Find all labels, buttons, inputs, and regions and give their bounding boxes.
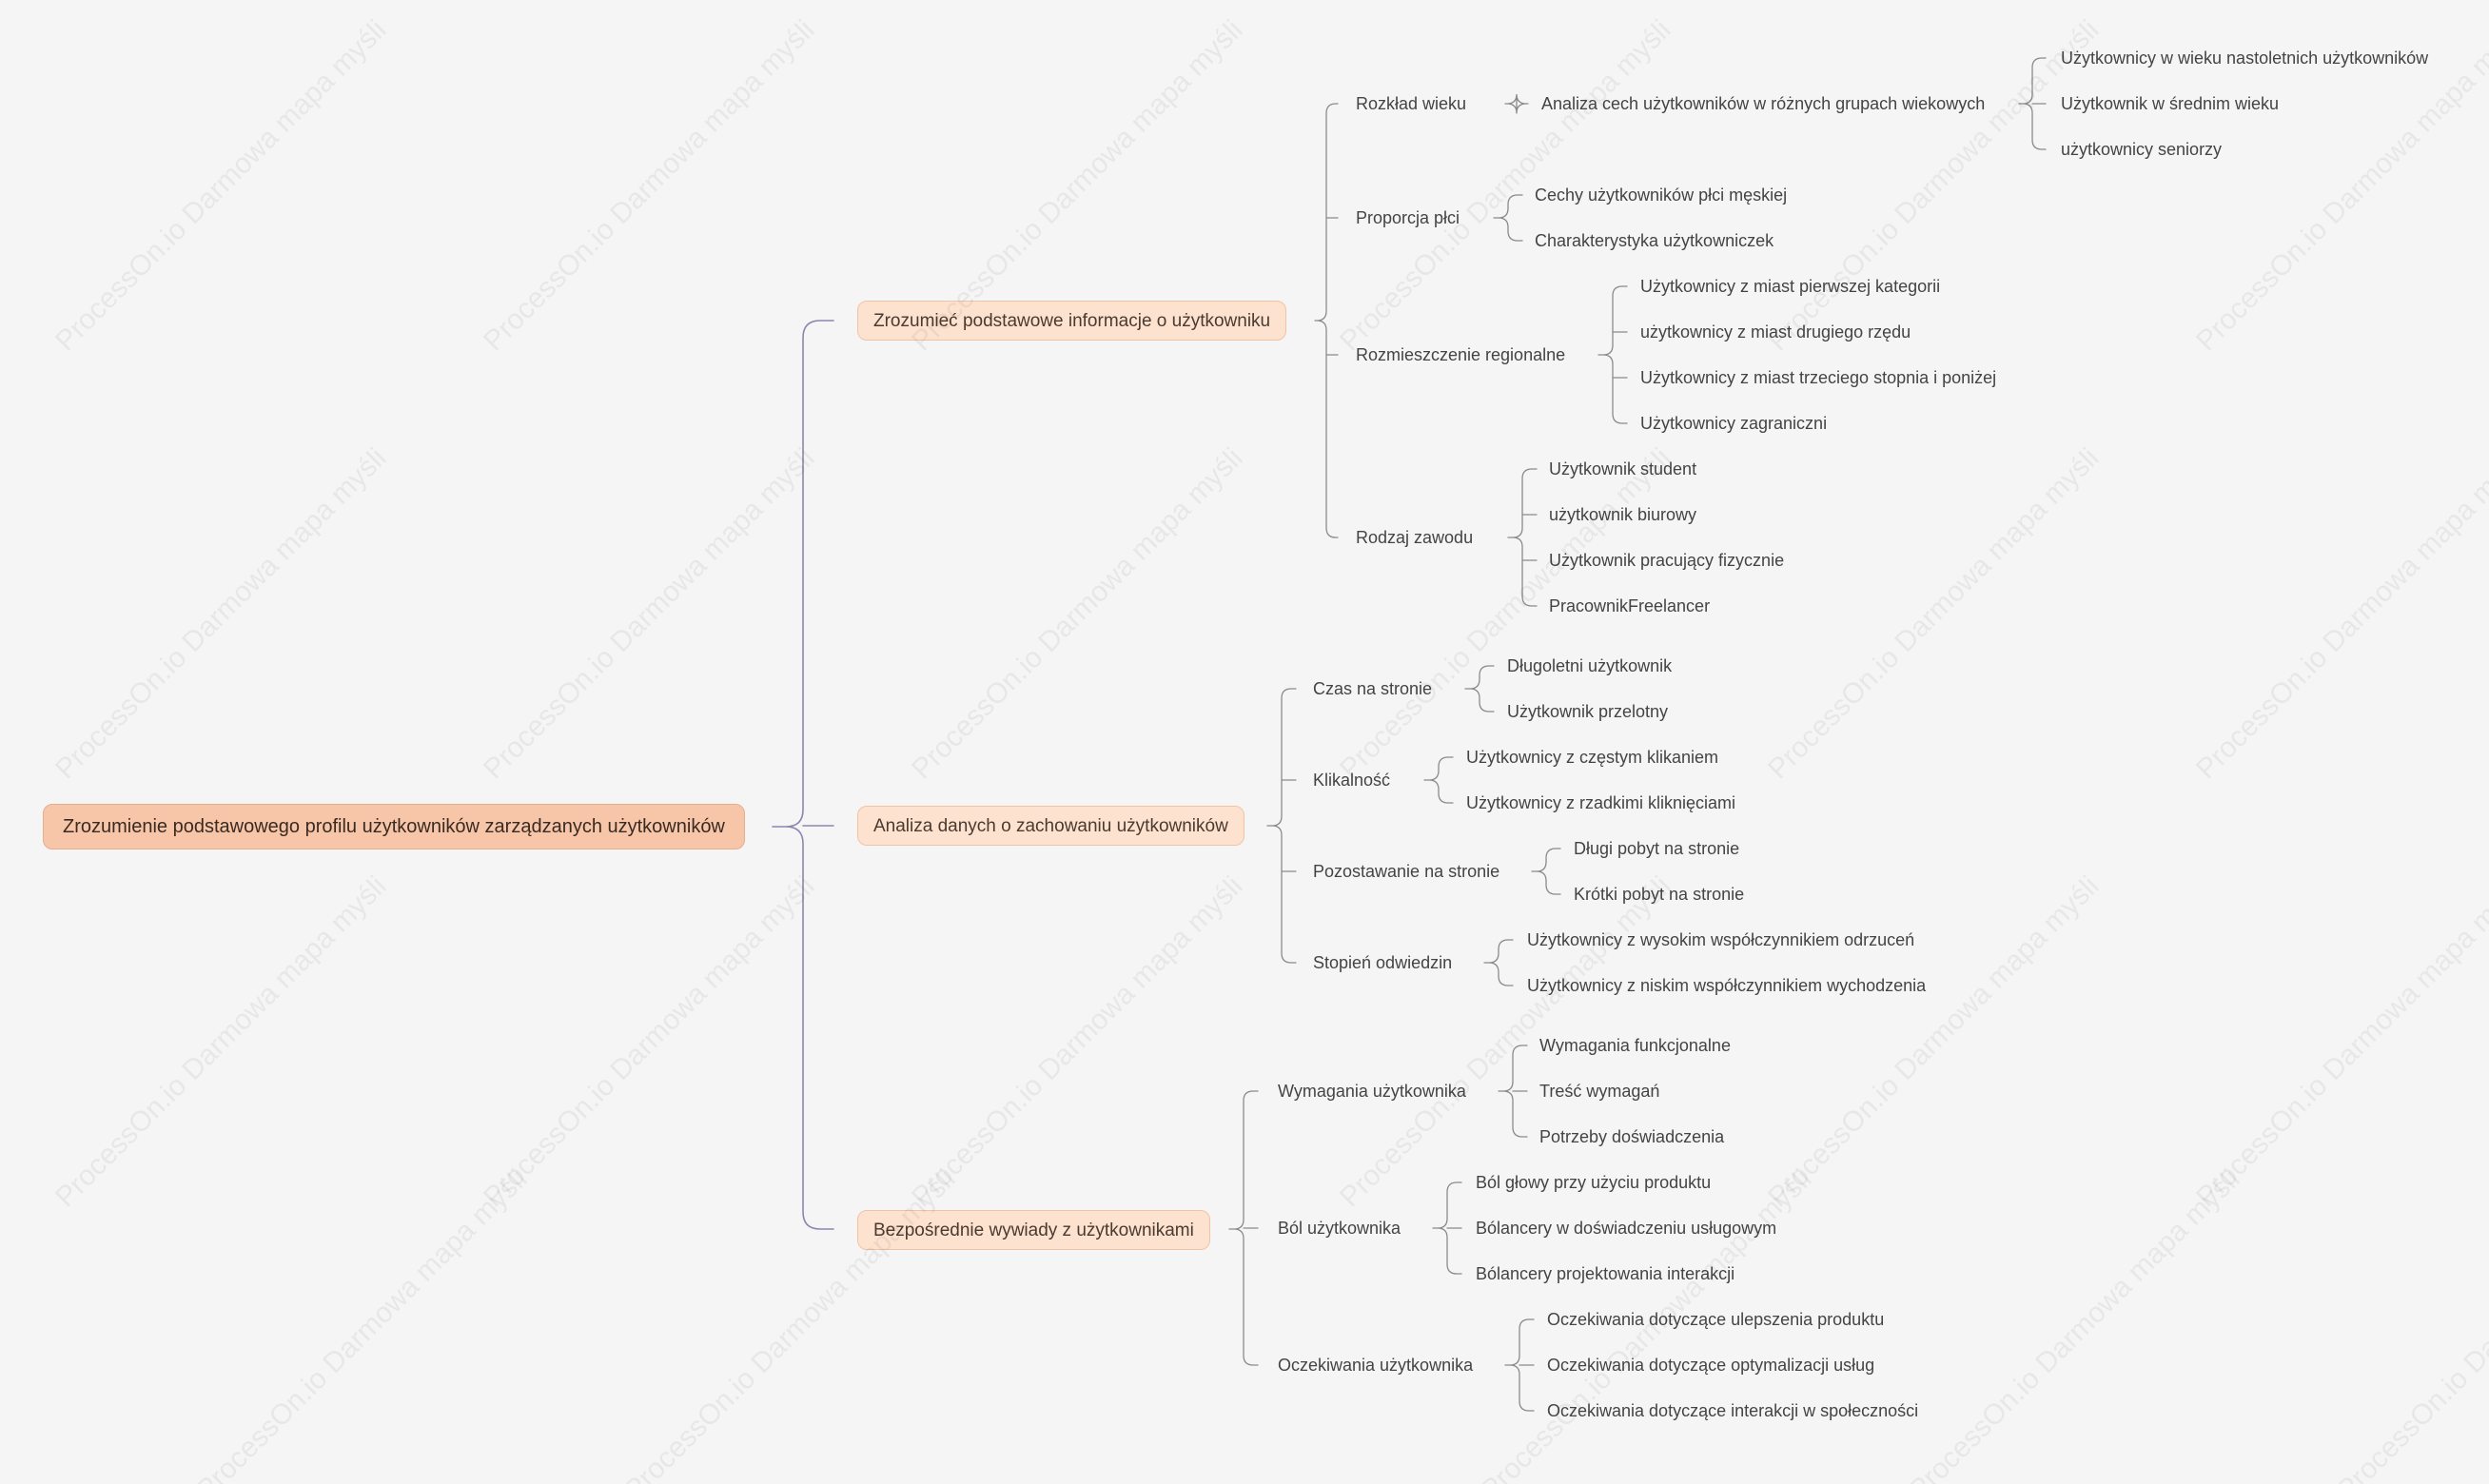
connector-bracket: [1498, 1045, 1528, 1138]
leaf-freelancer[interactable]: PracownikFreelancer: [1549, 596, 1711, 615]
connector-bracket: [1597, 285, 1628, 424]
leaf-tier2-cities[interactable]: użytkownicy z miast drugiego rzędu: [1640, 322, 1911, 342]
leaf-service-optimization[interactable]: Oczekiwania dotyczące optymalizacji usłu…: [1547, 1356, 1875, 1375]
branch-behavior-analysis[interactable]: Analiza danych o zachowaniu użytkowników: [857, 806, 1244, 846]
leaf-rare-clickers[interactable]: Użytkownicy z rzadkimi kliknięciami: [1466, 793, 1736, 812]
connector-bracket: [1464, 665, 1495, 713]
topic-click-rate[interactable]: Klikalność: [1313, 771, 1391, 790]
topic-gender-ratio[interactable]: Proporcja płci: [1356, 208, 1460, 227]
branch-interviews[interactable]: Bezpośrednie wywiady z użytkownikami: [857, 1210, 1210, 1250]
topic-visit-rate[interactable]: Stopień odwiedzin: [1313, 953, 1453, 972]
leaf-product-improvement[interactable]: Oczekiwania dotyczące ulepszenia produkt…: [1547, 1310, 1885, 1329]
leaf-functional-requirements[interactable]: Wymagania funkcjonalne: [1539, 1036, 1731, 1055]
connector-bracket: [1266, 688, 1297, 964]
leaf-passing-user[interactable]: Użytkownik przelotny: [1507, 702, 1669, 721]
leaf-foreign-users[interactable]: Użytkownicy zagraniczni: [1640, 414, 1828, 433]
connector-bracket: [1493, 194, 1523, 242]
connector-bracket: [772, 320, 834, 1230]
leaf-manual-worker[interactable]: Użytkownik pracujący fizycznie: [1549, 551, 1785, 570]
leaf-office-worker[interactable]: użytkownik biurowy: [1549, 505, 1697, 524]
leaf-senior-users[interactable]: użytkownicy seniorzy: [2061, 140, 2223, 159]
topic-user-pain[interactable]: Ból użytkownika: [1278, 1219, 1401, 1238]
leaf-low-exit[interactable]: Użytkownicy z niskim współczynnikiem wyc…: [1527, 976, 1927, 995]
topic-age-distribution[interactable]: Rozkład wieku: [1356, 94, 1467, 113]
connector-bracket: [1483, 939, 1514, 986]
leaf-community-interaction[interactable]: Oczekiwania dotyczące interakcji w społe…: [1547, 1401, 1919, 1420]
leaf-tier3-cities[interactable]: Użytkownicy z miast trzeciego stopnia i …: [1640, 368, 1997, 387]
connector-bracket: [1531, 848, 1561, 895]
leaf-student[interactable]: Użytkownik student: [1549, 459, 1697, 478]
leaf-teen-users[interactable]: Użytkownicy w wieku nastoletnich użytkow…: [2061, 49, 2429, 68]
root-topic[interactable]: Zrozumienie podstawowego profilu użytkow…: [43, 804, 745, 849]
topic-user-expectations[interactable]: Oczekiwania użytkownika: [1278, 1356, 1474, 1375]
connector-bracket: [1432, 1181, 1462, 1275]
connector-bracket: [1314, 103, 1339, 538]
leaf-tier1-cities[interactable]: Użytkownicy z miast pierwszej kategorii: [1640, 277, 1941, 296]
topic-age-group-analysis[interactable]: Analiza cech użytkowników w różnych grup…: [1541, 94, 1986, 113]
leaf-experience-needs[interactable]: Potrzeby doświadczenia: [1539, 1127, 1725, 1146]
leaf-long-stay[interactable]: Długi pobyt na stronie: [1574, 839, 1740, 858]
leaf-interaction-pain[interactable]: Bólancery projektowania interakcji: [1476, 1264, 1735, 1283]
connector-bracket: [1504, 93, 1529, 114]
branch-basic-info[interactable]: Zrozumieć podstawowe informacje o użytko…: [857, 301, 1287, 341]
connector-bracket: [1507, 468, 1538, 607]
leaf-high-bounce[interactable]: Użytkownicy z wysokim współczynnikiem od…: [1527, 930, 1915, 949]
leaf-short-stay[interactable]: Krótki pobyt na stronie: [1574, 885, 1745, 904]
connector-bracket: [2018, 57, 2047, 150]
connector-bracket: [1504, 1318, 1535, 1412]
leaf-product-headache[interactable]: Ból głowy przy użyciu produktu: [1476, 1173, 1712, 1192]
leaf-frequent-clickers[interactable]: Użytkownicy z częstym klikaniem: [1466, 748, 1719, 767]
leaf-middle-age-users[interactable]: Użytkownik w średnim wieku: [2061, 94, 2280, 113]
topic-occupation-type[interactable]: Rodzaj zawodu: [1356, 528, 1474, 547]
leaf-male-users[interactable]: Cechy użytkowników płci męskiej: [1535, 186, 1788, 205]
leaf-requirement-content[interactable]: Treść wymagań: [1539, 1082, 1660, 1101]
connector-bracket: [1228, 1090, 1259, 1366]
connector-bracket: [1423, 756, 1454, 804]
topic-user-requirements[interactable]: Wymagania użytkownika: [1278, 1082, 1466, 1101]
topic-time-on-site[interactable]: Czas na stronie: [1313, 679, 1433, 698]
topic-regional-distribution[interactable]: Rozmieszczenie regionalne: [1356, 345, 1566, 364]
leaf-female-users[interactable]: Charakterystyka użytkowniczek: [1535, 231, 1774, 250]
leaf-service-pain[interactable]: Bólancery w doświadczeniu usługowym: [1476, 1219, 1777, 1238]
leaf-long-term-user[interactable]: Długoletni użytkownik: [1507, 656, 1673, 675]
topic-stay-on-site[interactable]: Pozostawanie na stronie: [1313, 862, 1500, 881]
